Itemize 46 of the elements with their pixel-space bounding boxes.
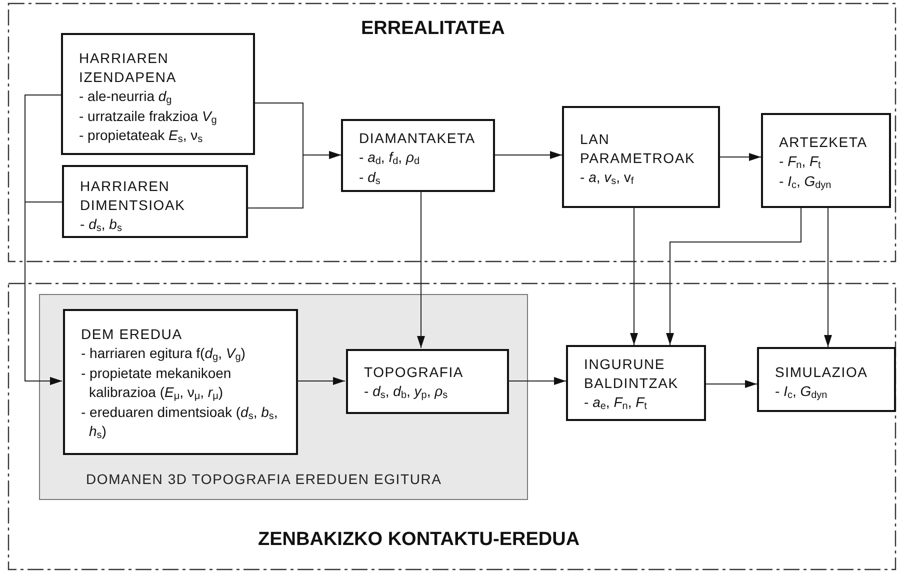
process-box <box>562 106 720 208</box>
process-box <box>341 119 495 192</box>
process-box <box>63 309 298 455</box>
group-label: DOMANEN 3D TOPOGRAFIA EREDUEN EGITURA <box>86 471 442 487</box>
arrow <box>630 208 638 346</box>
arrow <box>720 153 762 161</box>
parameter-text: - d$_{s}$ <box>359 168 382 187</box>
parameter-text: - urratzaile frakzioa V$_{g}$ <box>79 106 218 126</box>
arrow <box>824 208 832 348</box>
process-box <box>346 349 509 414</box>
arrow <box>494 151 562 159</box>
process-box <box>761 113 891 208</box>
parameter-text: - d$_{s}$, d$_{b}$, y$_{p}$, ρ$_{s}$ <box>364 382 449 402</box>
process-box <box>566 345 706 421</box>
box-heading: SIMULAZIOA <box>775 363 869 382</box>
process-box <box>62 165 248 238</box>
parameter-text: - a$_{e}$, F$_{n}$, F$_{t}$ <box>584 393 648 412</box>
box-heading: TOPOGRAFIA <box>364 363 465 382</box>
arrow <box>417 192 425 348</box>
group-panel <box>39 294 528 500</box>
arrow <box>24 202 62 385</box>
process-box <box>757 347 896 412</box>
parameter-text: - F$_{n}$, F$_{t}$ <box>779 152 822 172</box>
arrow <box>666 208 802 346</box>
parameter-text: - a, v$_{s}$, v$_{f}$ <box>580 168 635 188</box>
arrow <box>706 380 758 388</box>
parameter-text: - I$_{c}$, G$_{dyn}$ <box>779 172 832 191</box>
parameter-text: - ereduaren dimentsioak (d$_{s}$, b$_{s}$, h$_{s}$) <box>81 402 279 442</box>
region-frame <box>8 283 896 570</box>
parameter-text: - I$_{c}$, G$_{dyn}$ <box>775 382 828 402</box>
arrow <box>508 377 566 385</box>
parameter-text: - d$_{s}$, b$_{s}$ <box>80 215 123 234</box>
parameter-text: - propietate mekanikoen kalibrazioa (E$_{μ}$, ν$_{μ}$, r$_{μ}$) <box>81 364 232 402</box>
parameter-text: - ale-neurria d$_{g}$ <box>79 87 173 106</box>
parameter-text: - propietateak E$_{s}$, ν$_{s}$ <box>79 126 204 146</box>
parameter-text: - harriaren egitura f(d$_{g}$, V$_{g}$) <box>81 344 246 364</box>
region-title: ERREALITATEA <box>361 18 505 40</box>
box-heading: ARTEZKETA <box>779 133 868 152</box>
arrow <box>296 377 346 385</box>
process-box <box>61 33 255 155</box>
arrow <box>248 151 342 208</box>
box-heading: DEM EREDUA <box>81 325 184 344</box>
region-title: ZENBAKIZKO KONTAKTU-EREDUA <box>258 529 580 551</box>
parameter-text: - a$_{d}$, f$_{d}$, ρ$_{d}$ <box>359 148 421 168</box>
box-heading: DIAMANTAKETA <box>359 129 476 148</box>
region-frame <box>8 3 896 262</box>
